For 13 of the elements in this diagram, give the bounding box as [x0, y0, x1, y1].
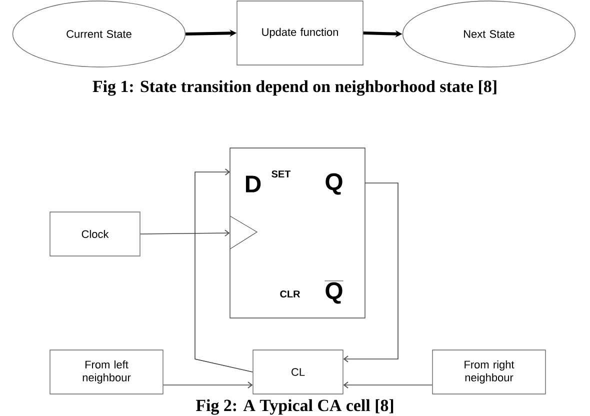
arrow: [140, 230, 230, 236]
input-box: From right neighbour: [432, 350, 546, 394]
function-box: Update function: [236, 0, 364, 66]
logic-box: CL: [252, 350, 344, 394]
flip-flop-box: D SET Q CLR Q: [230, 148, 366, 318]
input-box: From left neighbour: [50, 350, 164, 394]
caption: Fig 1: State transition depend on neighborhood state [8]: [92, 80, 496, 96]
arrow: [343, 182, 398, 362]
arrow: [162, 382, 253, 388]
arrow: [343, 382, 433, 388]
arrow: [194, 168, 254, 372]
caption: Fig 2: A Typical CA cell [8]: [196, 399, 394, 415]
input-box: Clock: [50, 212, 140, 256]
